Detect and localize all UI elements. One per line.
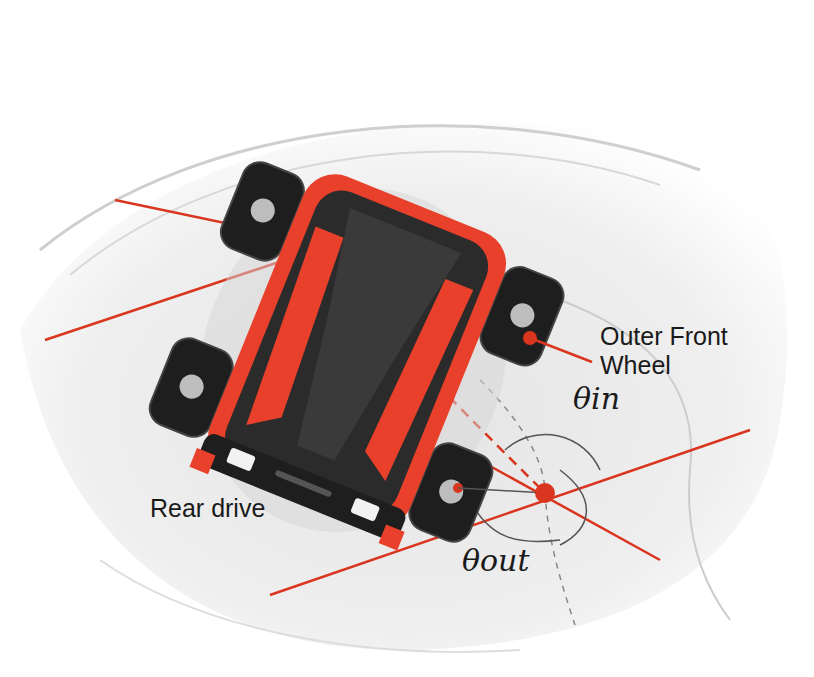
car	[128, 134, 578, 587]
leader-line	[530, 338, 592, 362]
angle-label: θin	[573, 382, 620, 417]
angle-ray	[458, 488, 545, 493]
angle-arc	[505, 435, 600, 470]
reference-line	[480, 380, 575, 625]
part-label: Rear drive	[150, 494, 265, 523]
part-label: Outer Front Wheel	[600, 322, 775, 380]
road-line	[100, 560, 520, 652]
pivot-dot	[535, 483, 555, 503]
angle-label: θout	[462, 544, 530, 579]
leader-dot	[523, 331, 537, 345]
road-surface	[20, 123, 787, 650]
angle-arc	[560, 470, 586, 545]
angle-arc	[470, 500, 560, 542]
